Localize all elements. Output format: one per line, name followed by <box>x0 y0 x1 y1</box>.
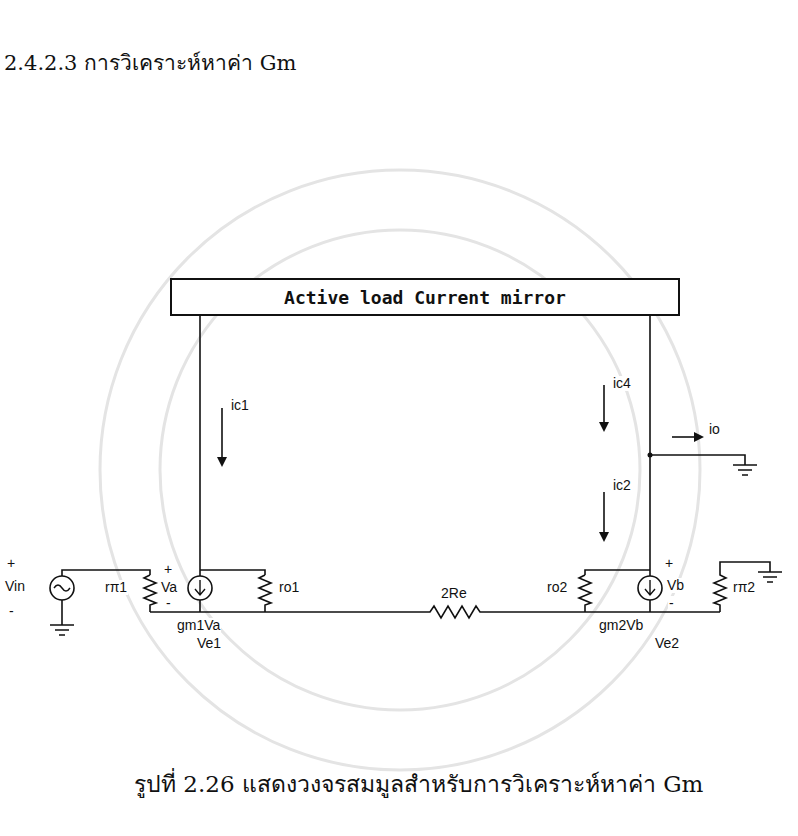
resistor-label: 2Re <box>440 586 468 601</box>
resistor-label: ro1 <box>278 580 300 595</box>
current-label: io <box>708 422 721 437</box>
current-mirror-box: Active load Current mirror <box>170 278 680 316</box>
resistor-label: rπ2 <box>732 580 756 595</box>
source-label: Vin <box>4 579 26 594</box>
polarity-sign: + <box>163 562 173 577</box>
section-heading: 2.4.2.3 การวิเคราะห์หาค่า Gm <box>4 52 297 75</box>
polarity-sign: + <box>664 556 674 571</box>
node-label: Ve1 <box>196 636 222 651</box>
box-title: Active load Current mirror <box>284 287 566 308</box>
polarity-sign: - <box>165 596 172 611</box>
polarity-sign: - <box>8 604 15 619</box>
current-label: ic2 <box>612 478 632 493</box>
sources <box>50 576 662 600</box>
source-label: gm2Vb <box>598 618 644 633</box>
junction-dot <box>648 453 653 458</box>
voltage-label: Vb <box>666 578 685 593</box>
figure-caption: รูปที่ 2.26 แสดงวงจรสมมูลสำหรับการวิเครา… <box>134 772 703 797</box>
polarity-sign: + <box>6 556 16 571</box>
current-label: ic1 <box>230 398 250 413</box>
wires <box>50 316 782 635</box>
polarity-sign: - <box>668 596 675 611</box>
source-label: gm1Va <box>176 618 221 633</box>
current-label: ic4 <box>612 376 632 391</box>
source-symbols <box>54 580 655 595</box>
node-label: Ve2 <box>654 636 680 651</box>
resistor-label: rπ1 <box>104 580 128 595</box>
resistor-label: ro2 <box>546 580 568 595</box>
watermark <box>100 170 700 770</box>
voltage-label: Va <box>160 580 178 595</box>
